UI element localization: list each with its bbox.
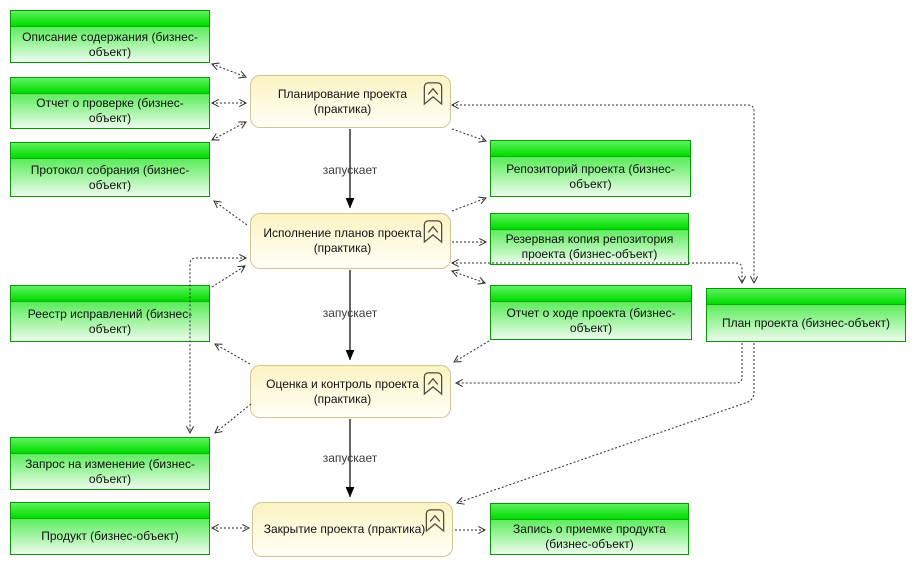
trigger-label: запускает [322, 163, 378, 177]
bo-repository-backup[interactable]: Резервная копия репозитория проекта (биз… [490, 213, 689, 265]
object-color-band [491, 214, 688, 230]
bo-product[interactable]: Продукт (бизнес-объект) [10, 502, 210, 555]
rel-planning-repository [451, 128, 487, 143]
practice-label: Планирование проекта (практика) [277, 86, 408, 116]
practice-label: Оценка и контроль проекта (практика) [266, 376, 419, 406]
object-color-band [491, 141, 690, 157]
rel-content-description-planning [211, 62, 247, 79]
object-color-band [11, 438, 209, 454]
object-label: Реестр исправлений (бизнес-объект) [27, 306, 193, 336]
bo-corrections-register[interactable]: Реестр исправлений (бизнес-объект) [10, 285, 210, 342]
bo-change-request[interactable]: Запрос на изменение (бизнес-объект) [10, 437, 210, 490]
practice-plan-execution[interactable]: Исполнение планов проекта (практика) [250, 213, 451, 269]
practice-bookmark-icon [423, 372, 443, 396]
trigger-label: запускает [322, 451, 378, 465]
trigger-label: запускает [322, 306, 378, 320]
practice-label: Закрытие проекта (практика) [263, 522, 426, 536]
rel-execution-project-plan [450, 258, 747, 285]
practice-project-planning[interactable]: Планирование проекта (практика) [250, 75, 451, 128]
object-label: Отчет о проверке (бизнес-объект) [36, 96, 184, 125]
practice-project-closure[interactable]: Закрытие проекта (практика) [252, 502, 453, 557]
object-label: Запись о приемке продукта (бизнес-объект… [513, 522, 666, 551]
object-label: Запрос на изменение (бизнес-объект) [25, 456, 195, 486]
bo-meeting-minutes[interactable]: Протокол собрания (бизнес-объект) [10, 142, 210, 197]
rel-corrections-execution [211, 265, 246, 288]
object-color-band [11, 143, 209, 159]
practice-bookmark-icon [425, 509, 445, 533]
practice-label: Исполнение планов проекта (практика) [263, 226, 422, 255]
practice-bookmark-icon [423, 82, 443, 106]
object-label: Репозиторий проекта (бизнес-объект) [506, 161, 675, 191]
object-label: Протокол собрания (бизнес-объект) [30, 162, 190, 192]
object-color-band [11, 11, 209, 27]
rel-execution-progress-report [451, 269, 486, 285]
rel-assessment-corrections [214, 343, 251, 365]
bo-project-repository[interactable]: Репозиторий проекта (бизнес-объект) [490, 140, 691, 197]
object-label: План проекта (бизнес-объект) [721, 315, 891, 330]
bo-project-plan[interactable]: План проекта (бизнес-объект) [706, 288, 906, 342]
bo-content-description[interactable]: Описание содержания (бизнес-объект) [10, 10, 210, 63]
bo-acceptance-record[interactable]: Запись о приемке продукта (бизнес-объект… [490, 503, 689, 555]
practice-bookmark-icon [423, 220, 443, 244]
object-label: Отчет о ходе проекта (бизнес-объект) [506, 305, 676, 335]
rel-project-plan-closure [456, 343, 755, 505]
object-color-band [11, 503, 209, 519]
rel-execution-repository [451, 196, 487, 212]
rel-execution-meeting-minutes [213, 200, 248, 226]
rel-project-plan-assessment [454, 343, 743, 388]
object-color-band [11, 286, 209, 302]
object-label: Описание содержания (бизнес-объект) [22, 29, 198, 59]
practice-assessment-control[interactable]: Оценка и контроль проекта (практика) [250, 365, 451, 418]
bo-review-report[interactable]: Отчет о проверке (бизнес-объект) [10, 77, 210, 129]
rel-progress-report-assessment [453, 340, 490, 363]
object-color-band [491, 286, 691, 302]
object-color-band [707, 289, 905, 305]
object-label: Резервная копия репозитория проекта (биз… [505, 232, 674, 261]
object-color-band [491, 504, 688, 520]
object-label: Продукт (бизнес-объект) [41, 529, 179, 543]
object-color-band [11, 78, 209, 94]
rel-assessment-change-request [214, 403, 252, 434]
bo-progress-report[interactable]: Отчет о ходе проекта (бизнес-объект) [490, 285, 692, 340]
rel-planning-meeting-minutes [211, 121, 247, 141]
